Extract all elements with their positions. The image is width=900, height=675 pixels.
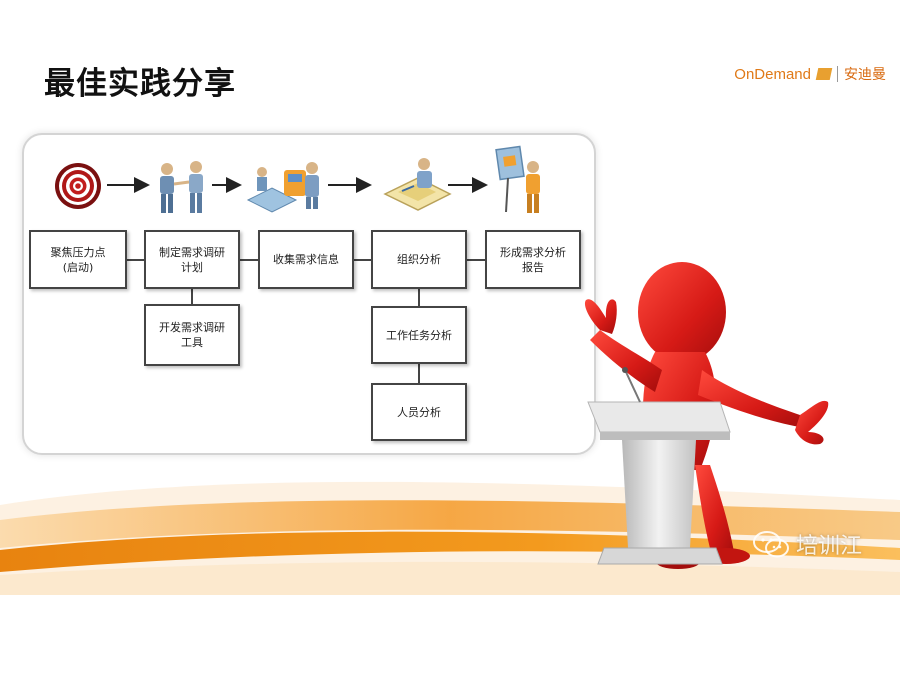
company-logo: OnDemand 安迪曼 <box>734 64 886 84</box>
box-text-line: 人员分析 <box>397 405 441 419</box>
process-box-focus-pressure-points: 聚焦压力点(启动) <box>29 230 127 289</box>
handshake-icon <box>160 161 203 213</box>
logo-divider <box>837 66 838 82</box>
box-text-line: 组织分析 <box>397 253 441 266</box>
box-text-line: 计划 <box>181 260 203 274</box>
box-text-line: 报告 <box>522 260 544 274</box>
logo-brand: OnDemand <box>734 65 811 83</box>
podium-icon <box>587 367 731 565</box>
target-icon <box>55 163 101 209</box>
process-icons <box>55 145 540 213</box>
process-box-develop-tools: 开发需求调研工具 <box>144 304 240 366</box>
process-box-analysis-report: 形成需求分析报告 <box>485 230 581 289</box>
process-box-research-plan: 制定需求调研计划 <box>144 230 240 289</box>
slide-title: 最佳实践分享 <box>44 66 236 102</box>
box-text-line: 工作任务分析 <box>386 328 452 342</box>
box-text-line: 制定需求调研 <box>159 245 225 259</box>
box-text-line: 收集需求信息 <box>273 253 339 266</box>
wechat-icon <box>753 531 789 558</box>
report-presenter-icon <box>495 145 540 213</box>
process-box-person-analysis: 人员分析 <box>371 383 467 441</box>
box-text-line: 工具 <box>181 336 203 349</box>
process-box-collect-info: 收集需求信息 <box>258 230 354 289</box>
data-gathering-icon <box>246 162 319 213</box>
box-text-line: (启动) <box>62 260 94 274</box>
process-connectors <box>107 177 488 383</box>
analysis-desk-icon <box>383 158 452 211</box>
process-box-task-analysis: 工作任务分析 <box>371 306 467 364</box>
logo-chinese-name: 安迪曼 <box>844 67 886 83</box>
process-box-org-analysis: 组织分析 <box>371 230 467 289</box>
box-text-line: 开发需求调研 <box>159 321 225 334</box>
watermark-text: 培训江 <box>796 534 863 559</box>
slide: 最佳实践分享 OnDemand 安迪曼 <box>0 64 900 595</box>
presenter-illustration <box>584 262 829 569</box>
box-text-line: 聚焦压力点 <box>50 245 106 259</box>
box-text-line: 形成需求分析 <box>500 245 566 259</box>
wechat-watermark: 培训江 <box>752 528 862 560</box>
